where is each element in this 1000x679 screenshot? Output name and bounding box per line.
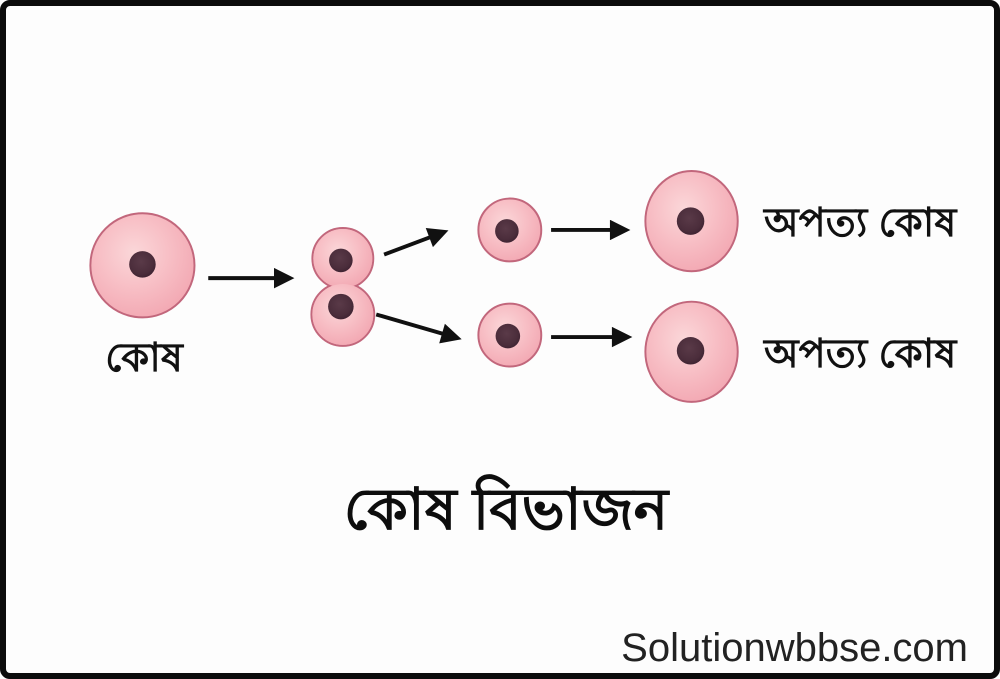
daughter-cell-label-2: অপত্য কোষ [764,332,957,376]
dividing-cell-shape [310,227,376,347]
arrow-dividing-to-upper-cell [383,227,449,257]
parent-cell-label: কোষ [105,336,183,380]
daughter-cell-label-1: অপত্য কোষ [764,201,957,245]
upper-intermediate-cell-shape [477,197,543,263]
diagram-title: কোষ বিভাজন [343,477,669,542]
lower-intermediate-cell-shape [477,302,543,368]
dividing-cell-nucleus-top [329,248,353,273]
parent-cell-shape [89,212,196,319]
upper-daughter-cell-nucleus [676,207,705,235]
watermark-text: Solutionwbbse.com [621,626,968,670]
upper-intermediate-cell-nucleus [495,219,519,243]
lower-intermediate-cell-nucleus [495,323,521,349]
lower-daughter-cell-shape [644,300,739,403]
upper-daughter-cell-shape [644,170,739,273]
lower-daughter-cell-nucleus [676,337,705,365]
arrow-dividing-to-lower-cell [375,312,462,344]
parent-cell-nucleus [129,251,156,278]
cell-division-diagram [89,170,739,403]
dividing-cell-nucleus-bottom [328,293,354,320]
